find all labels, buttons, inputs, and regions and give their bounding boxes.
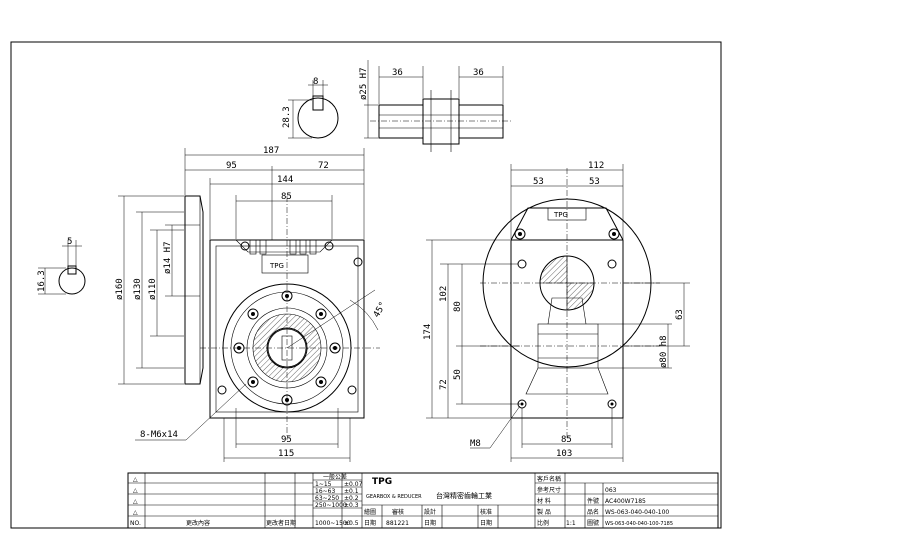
svg-text:客戶名稱: 客戶名稱: [537, 475, 561, 483]
svg-text:製 品: 製 品: [537, 508, 551, 516]
svg-text:設計: 設計: [424, 508, 436, 516]
svg-text:△: △: [133, 498, 138, 505]
shaft-left-length: 36: [392, 68, 403, 78]
svg-text:1:1: 1:1: [566, 520, 576, 527]
svg-text:±0.3: ±0.3: [344, 502, 359, 509]
side-102-height: 102: [439, 286, 449, 302]
svg-text:±0.2: ±0.2: [344, 495, 359, 502]
company-en: GEARBOX & REDUCER: [366, 494, 422, 500]
svg-text:日期: 日期: [364, 519, 376, 527]
side-53-right: 53: [589, 177, 600, 187]
shaft-right-length: 36: [473, 68, 484, 78]
side-m8-note: M8: [470, 439, 481, 449]
svg-text:△: △: [133, 476, 138, 483]
no-label: NO.: [130, 520, 141, 527]
svg-text:±0.5: ±0.5: [344, 520, 359, 527]
svg-text:WS-063-040-040-100: WS-063-040-040-100: [605, 509, 669, 516]
side-logo: TPG: [553, 211, 568, 219]
side-63-height: 63: [675, 309, 685, 320]
top-key-height-label: 28.3: [282, 106, 292, 128]
top-key-width-label: 8: [313, 77, 318, 87]
front-bottom-115: 115: [278, 449, 294, 459]
svg-text:±0.07: ±0.07: [344, 481, 363, 488]
company-cn: 台灣精密齒輪工業: [436, 491, 492, 500]
svg-text:063: 063: [605, 487, 617, 494]
front-left-width: 95: [226, 161, 237, 171]
front-angle: 45°: [372, 300, 389, 319]
front-144-width: 144: [277, 175, 293, 185]
svg-text:△: △: [133, 509, 138, 516]
side-keyway-detail: 5 16.3: [37, 237, 86, 295]
side-72-height: 72: [439, 379, 449, 390]
side-view: TPG 112 53 53 174 102 80 72: [423, 161, 690, 462]
svg-text:±0.1: ±0.1: [344, 488, 359, 495]
front-view: TPG: [115, 146, 389, 462]
title-block: △ △ △ △ NO. 更改內容 更改者日期 一般公差 1~15 ±0.07 1…: [127, 472, 719, 529]
side-key-height-label: 16.3: [37, 270, 47, 292]
change-label: 更改內容: [186, 519, 210, 527]
front-total-width: 187: [263, 146, 279, 156]
svg-text:核准: 核准: [480, 508, 492, 516]
svg-text:1~15: 1~15: [315, 481, 332, 488]
svg-text:日期: 日期: [424, 519, 436, 527]
svg-text:參考尺寸: 參考尺寸: [537, 486, 561, 494]
housing-logo: TPG: [269, 262, 284, 270]
svg-text:材 料: 材 料: [537, 497, 551, 505]
front-right-width: 72: [318, 161, 329, 171]
svg-text:繪圖: 繪圖: [364, 508, 376, 516]
svg-text:審核: 審核: [392, 508, 404, 516]
svg-text:AC400W7185: AC400W7185: [605, 498, 646, 505]
side-53-left: 53: [533, 177, 544, 187]
housing-fins: [249, 239, 317, 255]
svg-text:63~250: 63~250: [315, 495, 339, 502]
front-bottom-95: 95: [281, 435, 292, 445]
side-key-width-label: 5: [67, 237, 72, 247]
bolt-note: 8-M6x14: [140, 430, 178, 440]
svg-text:圖號: 圖號: [587, 519, 599, 527]
side-103-width: 103: [556, 449, 572, 459]
svg-text:WS-063-040-040-100-7185: WS-063-040-040-100-7185: [605, 521, 673, 527]
svg-text:比例: 比例: [537, 519, 549, 527]
front-dia-14: ø14 H7: [163, 241, 173, 274]
side-50-height: 50: [453, 369, 463, 380]
side-112-width: 112: [588, 161, 604, 171]
svg-text:250~1000: 250~1000: [315, 502, 347, 509]
side-174-height: 174: [423, 324, 433, 340]
front-dia-110: ø110: [148, 278, 158, 300]
front-85-width: 85: [281, 192, 292, 202]
svg-text:品名: 品名: [587, 508, 599, 516]
svg-text:日期: 日期: [480, 519, 492, 527]
svg-text:1000~1500: 1000~1500: [315, 520, 351, 527]
shaft-detail: 36 36 ø25 H7: [359, 60, 512, 152]
date-value: 881221: [386, 520, 409, 527]
svg-text:△: △: [133, 487, 138, 494]
side-dia-80: ø80 h8: [659, 335, 669, 368]
svg-text:件號: 件號: [587, 497, 599, 505]
front-dia-130: ø130: [133, 278, 143, 300]
company-logo: TPG: [372, 477, 392, 487]
front-dia-160: ø160: [115, 278, 125, 300]
shaft-diameter-label: ø25 H7: [359, 67, 369, 100]
top-keyway-detail: 8 28.3: [282, 77, 339, 139]
side-80-height: 80: [453, 301, 463, 312]
tolerance-title: 一般公差: [323, 473, 347, 481]
change-date-label: 更改者日期: [266, 519, 296, 527]
svg-text:16~63: 16~63: [315, 488, 335, 495]
side-85-width: 85: [561, 435, 572, 445]
